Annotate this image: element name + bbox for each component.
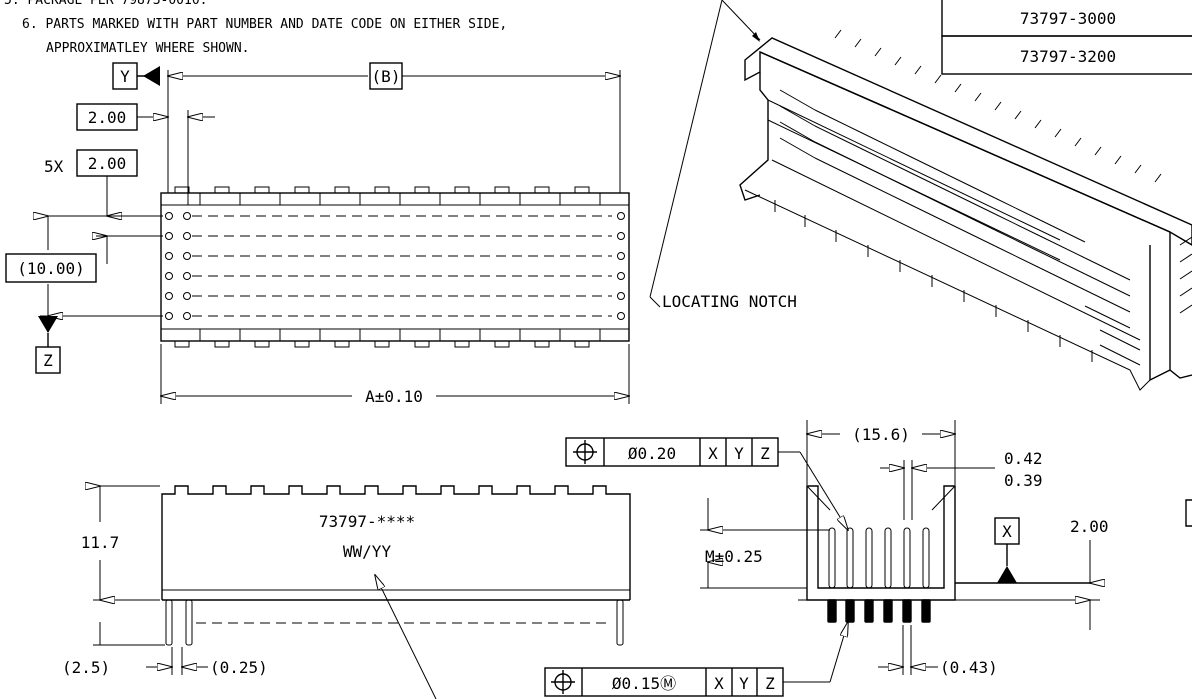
dim-b-label: (B) xyxy=(372,67,401,86)
end-pins xyxy=(828,527,930,589)
note-6-line-1: 6. PARTS MARKED WITH PART NUMBER AND DAT… xyxy=(22,17,507,32)
datum-z-label: Z xyxy=(43,351,53,370)
dim-tail-width-label: (0.43) xyxy=(940,658,998,677)
dim-b-box xyxy=(369,62,403,90)
general-notes: 5. PACKAGE PER 79873-0010. 6. PARTS MARK… xyxy=(4,0,507,56)
datum-y-label: Y xyxy=(120,67,130,86)
marking-line-1: 73797-**** xyxy=(319,512,415,531)
fcf-top-datum-2: Y xyxy=(734,444,744,463)
fcf-bottom-tolerance: Ø0.15Ⓜ xyxy=(612,674,676,693)
fcf-bottom-datum-2: Y xyxy=(739,674,749,693)
top-view: Y (B) 2.00 5X 2.00 (10.00) Z xyxy=(5,62,630,406)
dim-pin-max-label: 0.42 xyxy=(1004,449,1043,468)
note-6-line-2: APPROXIMATLEY WHERE SHOWN. xyxy=(46,41,250,56)
dim-height-label: 11.7 xyxy=(81,533,120,552)
part-table-row-2: 73797-3200 xyxy=(1020,47,1116,66)
datum-z-box xyxy=(35,346,61,374)
connector-outline-top xyxy=(160,192,630,342)
iso-wafers xyxy=(744,89,1151,391)
fcf-bottom-datum-1: X xyxy=(714,674,724,693)
pin-rows xyxy=(165,212,625,320)
fcf-bottom-datum-3: Z xyxy=(765,674,775,693)
note-5: 5. PACKAGE PER 79873-0010. xyxy=(4,0,208,8)
part-table-row-1: 73797-3000 xyxy=(1020,9,1116,28)
position-symbol-icon xyxy=(573,440,597,464)
dim-2-00-label: 2.00 xyxy=(1070,517,1109,536)
datum-x-label: X xyxy=(1002,522,1012,541)
dim-m-label: M±0.25 xyxy=(705,547,763,566)
end-tails xyxy=(827,599,931,623)
dim-pin-width-label: (0.25) xyxy=(210,658,268,677)
fcf-top-datum-1: X xyxy=(708,444,718,463)
fcf-top-tolerance: Ø0.20 xyxy=(628,444,676,463)
dim-pitch-x-label: 2.00 xyxy=(88,108,127,127)
locating-notch-label: LOCATING NOTCH xyxy=(662,292,797,311)
dim-height-ref-box xyxy=(5,253,97,283)
dim-pitch-y-count: 5X xyxy=(44,157,64,176)
end-view: Ø0.20 X Y Z (15.6) 0.42 0.39 xyxy=(544,420,1109,697)
dim-pin-min-label: 0.39 xyxy=(1004,471,1043,490)
fcf-top: Ø0.20 X Y Z xyxy=(565,437,848,530)
position-symbol-icon xyxy=(551,670,575,694)
edge-box-fragment xyxy=(1185,499,1192,527)
dim-length-label: A±0.10 xyxy=(365,387,423,406)
side-pins xyxy=(165,599,624,646)
fcf-bottom: Ø0.15Ⓜ X Y Z xyxy=(544,622,848,697)
dim-height-ref-label: (10.00) xyxy=(17,259,84,278)
isometric-view: LOCATING NOTCH xyxy=(649,0,1192,391)
datum-x-triangle xyxy=(997,566,1017,583)
fcf-top-datum-3: Z xyxy=(760,444,770,463)
side-view: 73797-**** WW/YY 11.7 (2.5) (0.25) xyxy=(62,485,631,699)
dim-tail-label: (2.5) xyxy=(62,658,110,677)
dim-width-label: (15.6) xyxy=(852,425,910,444)
dim-pitch-y-label: 2.00 xyxy=(88,154,127,173)
part-number-table: 73797-3000 73797-3200 xyxy=(941,0,1192,75)
side-body-outline xyxy=(161,485,631,600)
marking-line-2: WW/YY xyxy=(343,542,392,561)
datum-y-triangle xyxy=(143,66,160,86)
datum-z-triangle xyxy=(38,316,58,333)
